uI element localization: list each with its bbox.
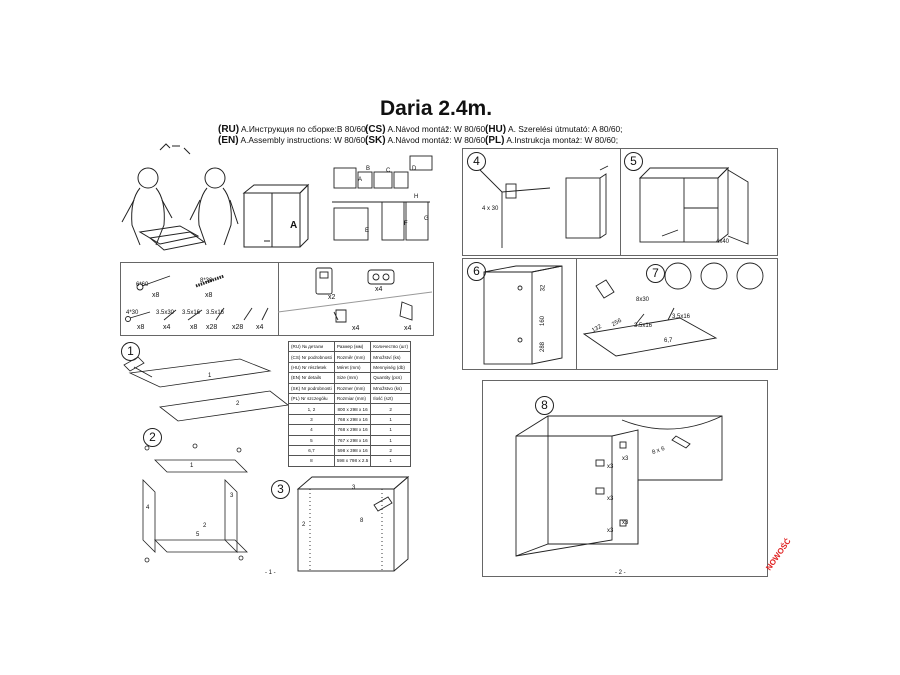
step-7-dim-3: 8x30: [636, 297, 650, 303]
step-2-drawing: [142, 443, 248, 563]
step-2-label-4: 4: [146, 505, 150, 511]
step-8-drawing: [515, 415, 723, 557]
assemblers-illustration: [121, 143, 239, 251]
hw-spec-2: 8*30: [200, 278, 213, 284]
step-7-dim-5: 3.5x16: [634, 323, 653, 329]
instruction-en: (EN) A.Assembly instructions: W 80/60;: [218, 135, 368, 146]
fit-qty-4: x4: [404, 325, 412, 332]
step-1-drawing: [123, 356, 289, 422]
step-3-label-2: 2: [302, 522, 306, 528]
step-2-label-1: 1: [190, 463, 194, 469]
fittings-drawing: [277, 267, 433, 323]
step-7-part: 6,7: [664, 338, 673, 344]
step-8-mark-2: x3: [607, 496, 614, 502]
cabinet-overview: [242, 183, 310, 248]
fit-qty-2: x4: [375, 286, 383, 293]
step-3-label-8: 8: [360, 518, 364, 524]
hw-qty-6: x28: [206, 324, 218, 331]
step-5-drawing: [638, 166, 749, 245]
module-label-c: C: [386, 168, 391, 174]
step-3-drawing: [296, 476, 410, 572]
step-7-dim-4: 3.5x16: [672, 314, 691, 320]
page-number-2: - 2 -: [615, 570, 626, 576]
hw-qty-1: x8: [152, 292, 160, 299]
fit-qty-3: x4: [352, 325, 360, 332]
step-7-panel: [576, 258, 778, 370]
step-1-label-1: 1: [208, 373, 212, 379]
hw-qty-3: x8: [137, 324, 145, 331]
step-1-label-2: 2: [236, 401, 240, 407]
cabinet-label: A: [290, 220, 298, 231]
step-3-label-3: 3: [352, 485, 356, 491]
kitchen-set-overview: [332, 155, 433, 241]
fit-qty-1: x2: [328, 294, 336, 301]
step-4-drawing: [479, 165, 609, 248]
step-8-mark-1: x3: [607, 464, 614, 470]
step-7-badge: 7: [646, 264, 665, 283]
hw-qty-8: x4: [256, 324, 264, 331]
module-label-h: H: [414, 194, 419, 200]
hw-qty-5: x8: [190, 324, 198, 331]
hw-spec-6: 3.5x16: [206, 310, 225, 316]
instruction-hu: (HU) A. Szerelési útmutató: A 80/60;: [485, 124, 623, 135]
hw-spec-5: 3.5x16: [182, 310, 201, 316]
page-number-1: - 1 -: [265, 570, 276, 576]
hardware-screws-drawing: [125, 274, 269, 322]
step-6-drawing: [483, 265, 563, 365]
step-4-badge: 4: [467, 152, 486, 171]
hardware-panel: [120, 262, 280, 336]
step-2-label-5: 5: [196, 532, 200, 538]
instruction-cs: (CS) A.Návod montáž: W 80/60;: [365, 124, 488, 135]
step-8-mark-4: x3: [622, 456, 629, 462]
step-3-badge: 3: [271, 480, 290, 499]
step-1-badge: 1: [121, 342, 140, 361]
document-title: Daria 2.4m.: [380, 97, 493, 120]
hw-spec-1: 6*60: [136, 282, 149, 288]
new-product-stamp: NOWOŚĆ: [764, 536, 793, 573]
step-5-panel: [620, 148, 778, 256]
step-5-badge: 5: [624, 152, 643, 171]
module-label-a: A: [358, 177, 363, 183]
step-7-drawing: [582, 262, 764, 357]
step-4-note: 4 x 30: [482, 206, 499, 212]
step-8-mark-3: x3: [607, 528, 614, 534]
hw-spec-3: 4*30: [126, 310, 139, 316]
module-label-d: D: [412, 166, 417, 172]
hw-qty-2: x8: [205, 292, 213, 299]
instruction-pl: (PL) A.Instrukcja montaż: W 80/60;: [485, 135, 619, 146]
step-6-dim-3: 288: [540, 341, 547, 353]
step-5-note: 4x40: [716, 239, 730, 245]
step-2-label-2: 2: [203, 523, 207, 529]
step-2-label-3: 3: [230, 493, 234, 499]
step-8-badge: 8: [535, 396, 554, 415]
step-8-mark-5: x3: [622, 520, 629, 526]
hw-qty-4: x4: [163, 324, 171, 331]
step-6-dim-2: 160: [540, 315, 547, 327]
instruction-ru: (RU) A.Инструкция по сборке:B 80/60;: [218, 124, 369, 135]
hw-qty-7: x28: [232, 324, 244, 331]
step-2-badge: 2: [143, 428, 162, 447]
module-label-g: G: [424, 216, 429, 222]
module-label-f: F: [404, 221, 408, 227]
step-6-dim-1: 32: [540, 284, 547, 292]
hw-spec-4: 3.5x30: [156, 310, 175, 316]
instruction-sk: (SK) A.Návod montáž: W 80/60;: [365, 135, 488, 146]
fittings-panel: [278, 262, 434, 336]
module-label-b: B: [366, 166, 371, 172]
module-label-e: E: [365, 228, 370, 234]
